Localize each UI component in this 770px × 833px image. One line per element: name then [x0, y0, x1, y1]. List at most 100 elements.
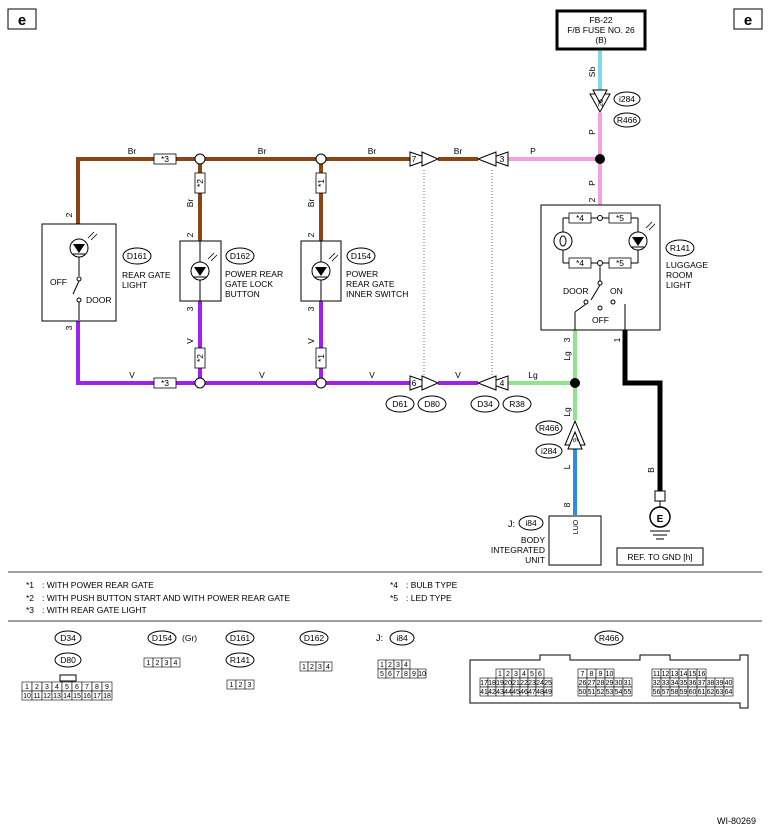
note-4-text: : BULB TYPE [406, 580, 458, 590]
pin-number: 4 [522, 671, 526, 678]
mark-4-bottom: *4 [576, 258, 584, 268]
wire-label-l: L [562, 464, 572, 469]
wire-v-bottom [76, 320, 410, 385]
pin-number: 2 [388, 662, 392, 669]
pin-number: 47 [528, 689, 536, 696]
pin-cell [622, 686, 633, 697]
d162-name1: POWER REAR [225, 269, 283, 279]
pin-number: 62 [707, 689, 715, 696]
wire-label-v3: V [369, 370, 375, 380]
pin-number: 8 [590, 671, 594, 678]
component-d162-lock-button [179, 240, 222, 302]
pin-number: 51 [588, 689, 596, 696]
pin-number: 1 [147, 660, 151, 667]
pin-number: 2 [310, 664, 314, 671]
pin-number: 52 [597, 689, 605, 696]
pin-number: 44 [504, 689, 512, 696]
pin-number: 5 [65, 684, 69, 691]
pin-number: 4 [404, 662, 408, 669]
mark-3-top: *3 [161, 154, 169, 164]
r141-name3: LIGHT [666, 280, 691, 290]
pin-number: 9 [412, 671, 416, 678]
pin-number: 50 [579, 689, 587, 696]
pin-number: 5 [530, 671, 534, 678]
body-name2: INTEGRATED [491, 545, 545, 555]
pin-2-r141: 2 [587, 197, 597, 202]
body-pin-label: LUO [573, 519, 580, 534]
tag-d161: D161 [127, 251, 148, 261]
mark-1-bottom: *1 [316, 354, 326, 362]
pin-number: 34 [671, 680, 679, 687]
page-label-left: e [18, 12, 26, 29]
wire-label-v-d162: V [185, 338, 195, 344]
note-2-text: : WITH PUSH BUTTON START AND WITH POWER … [42, 593, 290, 603]
pin-number: 3 [45, 684, 49, 691]
pin-number: 27 [588, 680, 596, 687]
r141-name1: LUGGAGE [666, 260, 708, 270]
wire-b [622, 330, 663, 492]
pin-cell [170, 657, 181, 668]
note-3-mark: *3 [26, 605, 34, 615]
cv-d162: D162 [304, 633, 325, 643]
note-1-text: : WITH POWER REAR GATE [42, 580, 154, 590]
wire-label-br1: Br [128, 146, 137, 156]
wire-br-top [76, 157, 410, 225]
pin-number: 4 [326, 664, 330, 671]
pin-number: 60 [689, 689, 697, 696]
component-d154-inner-switch [300, 240, 342, 302]
junction-v-2 [315, 377, 327, 389]
notes: *1 : WITH POWER REAR GATE *2 : WITH PUSH… [26, 580, 458, 615]
pin-number: 5 [380, 671, 384, 678]
r141-off: OFF [592, 315, 609, 325]
pin-number: 21 [512, 680, 520, 687]
pin-number: 30 [615, 680, 623, 687]
cv-d34: D34 [60, 633, 76, 643]
wires [76, 50, 663, 515]
mark-5-bottom: *5 [616, 258, 624, 268]
fuse-box [555, 9, 647, 51]
connector-6-4: 6 4 [409, 375, 509, 391]
junction-br-1 [194, 153, 206, 165]
pin-9: 9 [573, 438, 580, 442]
tag-d34: D34 [477, 399, 493, 409]
pin-number: 10 [418, 671, 426, 678]
pin-number: 46 [520, 689, 528, 696]
pin-3-r141: 3 [562, 337, 572, 342]
pin-number: 54 [615, 689, 623, 696]
component-r141-luggage-light: *4 *5 *4 *5 DOOR ON OFF [540, 204, 661, 331]
pin-number: 8 [95, 684, 99, 691]
pin-number: 56 [653, 689, 661, 696]
pin-number: 29 [606, 680, 614, 687]
d154-name3: INNER SWITCH [346, 289, 408, 299]
cv-d80: D80 [60, 655, 76, 665]
pin-number: 15 [73, 693, 81, 700]
d162-name2: GATE LOCK [225, 279, 273, 289]
pin-number: 3 [248, 682, 252, 689]
cv-r141: R141 [230, 655, 251, 665]
r141-on: ON [610, 286, 623, 296]
fuse-fb22: FB-22 F/B FUSE NO. 26 (B) [555, 9, 647, 51]
wire-label-lg2: Lg [562, 351, 572, 361]
mark-5-top: *5 [616, 213, 624, 223]
pin-3-d161: 3 [64, 325, 74, 330]
pin-number: 14 [680, 671, 688, 678]
wire-label-lg1: Lg [528, 370, 538, 380]
connector-r466-i284-mid: 9 [564, 419, 586, 450]
pin-number: 12 [43, 693, 51, 700]
cv-i84: i84 [396, 633, 408, 643]
pin-number: 2 [506, 671, 510, 678]
pin-number: 7 [85, 684, 89, 691]
pin-number: 3 [396, 662, 400, 669]
pin-number: 11 [33, 693, 40, 700]
pin-number: 1 [25, 684, 29, 691]
pin-number: 16 [698, 671, 706, 678]
pin-6: 6 [412, 378, 417, 388]
wire-label-p1: P [587, 129, 597, 135]
